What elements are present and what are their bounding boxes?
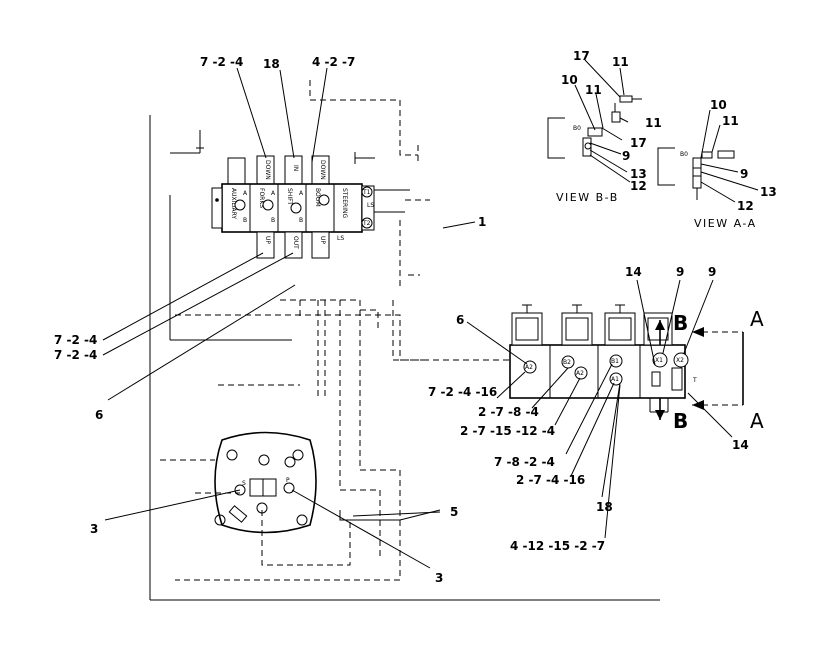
solenoid-2 — [561, 304, 593, 346]
callout-aa-13: 13 — [760, 185, 777, 199]
view-aa-detail: B0 — [657, 147, 735, 200]
section-mark-a-top: A — [750, 307, 764, 331]
callout-4-12-15-2-7: 4 -12 -15 -2 -7 — [510, 539, 605, 553]
port-label-b-2: B — [271, 217, 275, 224]
manifold-port-b2: B2 — [563, 359, 571, 366]
callout-7-2-4-16: 7 -2 -4 -16 — [428, 385, 497, 399]
ls-label-right: LS — [367, 202, 374, 209]
callout-bb-17-a: 17 — [573, 49, 590, 63]
svg-text:B0: B0 — [573, 125, 581, 132]
handle-label-out: OUT — [292, 236, 299, 249]
dashed-lines — [160, 80, 510, 581]
callout-5: 5 — [450, 505, 458, 519]
manifold-port-t: T — [692, 377, 697, 384]
solenoid-3 — [604, 304, 636, 346]
callout-bb-17-b: 17 — [630, 136, 647, 150]
callout-14-bottom: 14 — [732, 438, 749, 452]
ls-label-body: LS — [337, 235, 344, 242]
control-valve-bank: DOWN IN DOWN AUXILIARY FORKS SHIFT BOOM … — [211, 152, 410, 259]
port-label-b-3: B — [299, 217, 303, 224]
section-label-forks: FORKS — [258, 188, 265, 208]
port-label-a-1: A — [243, 190, 248, 197]
callout-bb-12: 12 — [630, 179, 647, 193]
callout-bb-10: 10 — [561, 73, 578, 87]
solenoid-manifold: A2 B2 A2 B1 A1 X1 X2 T — [509, 304, 697, 413]
callout-7-2-4-top: 7 -2 -4 — [200, 55, 243, 69]
callout-3-left: 3 — [90, 522, 98, 536]
callout-2-7-8-4: 2 -7 -8 -4 — [478, 405, 539, 419]
callout-18-top: 18 — [263, 57, 280, 71]
callout-18-bottom: 18 — [596, 500, 613, 514]
solenoid-1 — [511, 304, 543, 346]
frame-lines — [149, 115, 660, 601]
valve-handle-top-1 — [227, 157, 246, 185]
section-arrows — [655, 320, 744, 420]
section-mark-b-bottom: B — [673, 409, 688, 433]
callout-9-b: 9 — [708, 265, 716, 279]
pump-body — [214, 431, 317, 534]
handle-label-up-1: UP — [264, 236, 271, 244]
section-label-shift: SHIFT — [286, 188, 293, 205]
section-label-boom: BOOM — [314, 188, 321, 207]
section-label-auxiliary: AUXILIARY — [230, 188, 237, 219]
callouts: 7 -2 -4 18 4 -2 -7 1 7 -2 -4 7 -2 -4 6 3… — [54, 49, 777, 585]
view-bb-title: VIEW B-B — [556, 191, 619, 204]
callout-7-2-4-left-2: 7 -2 -4 — [54, 348, 97, 362]
pump-port-s: S — [242, 480, 246, 487]
callout-6-left: 6 — [95, 408, 103, 422]
callout-14-top: 14 — [625, 265, 642, 279]
callout-aa-9: 9 — [740, 167, 748, 181]
manifold-port-a2: A2 — [576, 370, 584, 377]
leader-lines — [102, 59, 759, 569]
callout-aa-10: 10 — [710, 98, 727, 112]
handle-label-in: IN — [292, 165, 299, 171]
callout-6-right: 6 — [456, 313, 464, 327]
port-label-t2: T2 — [362, 220, 371, 227]
callout-7-8-2-4: 7 -8 -2 -4 — [494, 455, 555, 469]
manifold-port-b1: B1 — [611, 358, 619, 365]
view-aa-title: VIEW A-A — [694, 217, 757, 230]
callout-2-7-4-16: 2 -7 -4 -16 — [516, 473, 585, 487]
callout-bb-9: 9 — [622, 149, 630, 163]
callout-7-2-4-left-1: 7 -2 -4 — [54, 333, 97, 347]
manifold-port-a2-left: A2 — [525, 364, 533, 371]
manifold-port-x2: X2 — [676, 357, 684, 364]
section-mark-a-bottom: A — [750, 409, 764, 433]
callout-3-bottom: 3 — [435, 571, 443, 585]
svg-text:B0: B0 — [680, 151, 688, 158]
callout-2-7-15-12-4: 2 -7 -15 -12 -4 — [460, 424, 555, 438]
view-bb-detail: B0 — [547, 95, 642, 159]
callout-bb-13: 13 — [630, 167, 647, 181]
callout-9-a: 9 — [676, 265, 684, 279]
port-label-t1: T1 — [362, 189, 371, 196]
port-label-a-2: A — [271, 190, 276, 197]
pump-assembly: S P — [214, 431, 317, 534]
callout-bb-11-b: 11 — [585, 83, 602, 97]
pump-port-p: P — [286, 477, 290, 484]
handle-label-down-1: DOWN — [264, 160, 271, 180]
manifold-port-a1: A1 — [611, 376, 619, 383]
port-label-a-3: A — [299, 190, 304, 197]
callout-bb-11-c: 11 — [645, 116, 662, 130]
callout-aa-11: 11 — [722, 114, 739, 128]
handle-label-up-2: UP — [319, 236, 326, 244]
handle-label-down-2: DOWN — [319, 160, 326, 180]
callout-bb-11-a: 11 — [612, 55, 629, 69]
section-mark-b-top: B — [673, 311, 688, 335]
section-label-steering: STEERING — [341, 188, 348, 218]
callout-aa-12: 12 — [737, 199, 754, 213]
callout-1: 1 — [478, 215, 486, 229]
manifold-port-x1: X1 — [655, 357, 663, 364]
callout-4-2-7: 4 -2 -7 — [312, 55, 355, 69]
port-label-b-1: B — [243, 217, 247, 224]
